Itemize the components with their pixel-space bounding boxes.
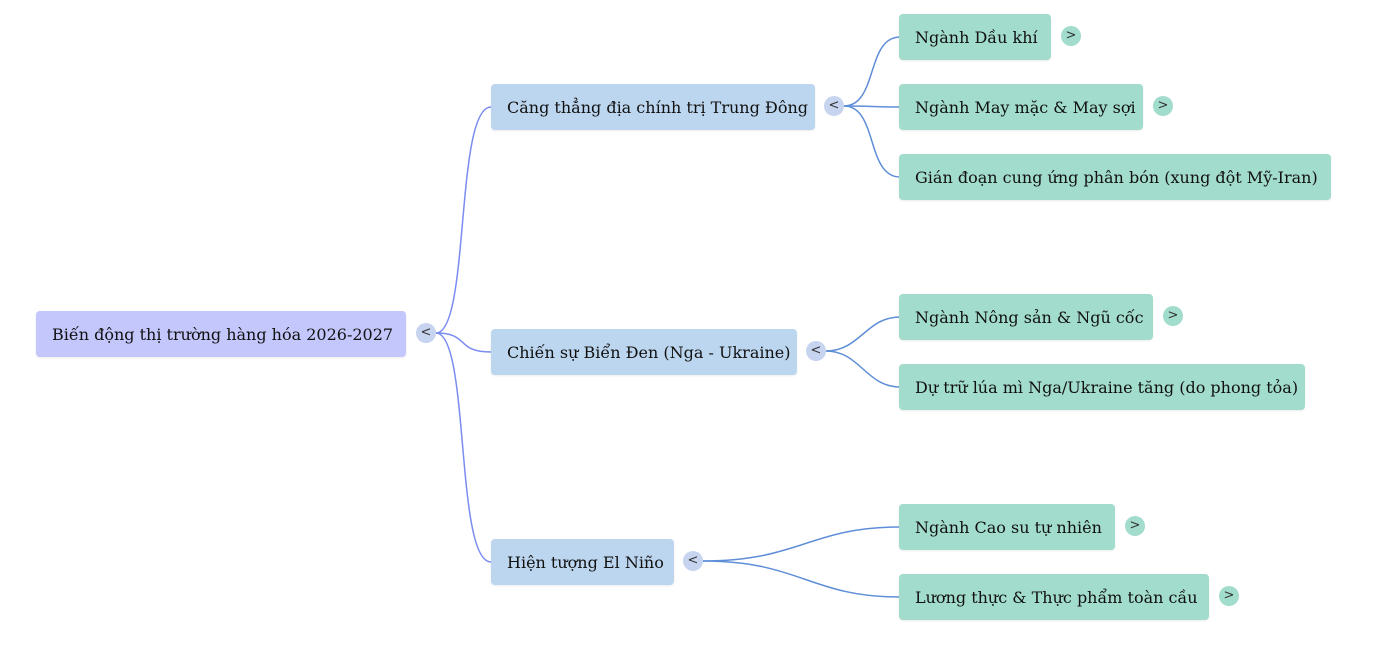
branch-el-nino-collapse-toggle[interactable]: <: [683, 551, 703, 571]
link-branch-3-leaf-1: [702, 526, 901, 562]
leaf-node-label: Ngành May mặc & May sợi: [915, 97, 1136, 117]
link-branch-3-leaf-2: [702, 560, 901, 598]
leaf-rubber-expand-toggle[interactable]: >: [1125, 516, 1145, 536]
branch-middle-east-collapse-toggle[interactable]: <: [824, 96, 844, 116]
root-collapse-toggle[interactable]: <: [416, 323, 436, 343]
leaf-food-expand-toggle[interactable]: >: [1219, 586, 1239, 606]
leaf-node-label: Dự trữ lúa mì Nga/Ukraine tăng (do phong…: [915, 377, 1299, 397]
branch-node-label: Căng thẳng địa chính trị Trung Đông: [507, 97, 809, 117]
branch-node-black-sea[interactable]: Chiến sự Biển Đen (Nga - Ukraine): [491, 329, 797, 375]
leaf-textile-expand-toggle[interactable]: >: [1153, 96, 1173, 116]
leaf-node-agriculture[interactable]: Ngành Nông sản & Ngũ cốc: [899, 294, 1153, 340]
leaf-node-label: Lương thực & Thực phẩm toàn cầu: [915, 587, 1198, 607]
branch-node-label: Hiện tượng El Niño: [507, 552, 664, 572]
leaf-node-wheat-reserves[interactable]: Dự trữ lúa mì Nga/Ukraine tăng (do phong…: [899, 364, 1305, 410]
branch-node-middle-east[interactable]: Căng thẳng địa chính trị Trung Đông: [491, 84, 815, 130]
link-root-branch-3: [435, 332, 492, 563]
leaf-node-food[interactable]: Lương thực & Thực phẩm toàn cầu: [899, 574, 1209, 620]
leaf-node-oil-gas[interactable]: Ngành Dầu khí: [899, 14, 1051, 60]
leaf-agriculture-expand-toggle[interactable]: >: [1163, 306, 1183, 326]
link-root-branch-2: [435, 332, 492, 353]
leaf-node-textile[interactable]: Ngành May mặc & May sợi: [899, 84, 1143, 130]
root-node[interactable]: Biến động thị trường hàng hóa 2026-2027: [36, 311, 406, 357]
leaf-node-rubber[interactable]: Ngành Cao su tự nhiên: [899, 504, 1115, 550]
link-branch-2-leaf-1: [825, 316, 901, 352]
link-root-branch-1: [435, 106, 492, 334]
link-branch-1-leaf-1: [843, 36, 901, 107]
link-branch-1-leaf-3: [843, 105, 901, 178]
leaf-node-label: Gián đoạn cung ứng phân bón (xung đột Mỹ…: [915, 167, 1318, 187]
branch-node-el-nino[interactable]: Hiện tượng El Niño: [491, 539, 674, 585]
leaf-node-fertilizer[interactable]: Gián đoạn cung ứng phân bón (xung đột Mỹ…: [899, 154, 1331, 200]
link-branch-2-leaf-2: [825, 350, 901, 388]
leaf-node-label: Ngành Dầu khí: [915, 27, 1038, 47]
branch-node-label: Chiến sự Biển Đen (Nga - Ukraine): [507, 342, 791, 362]
root-node-label: Biến động thị trường hàng hóa 2026-2027: [52, 324, 394, 344]
leaf-node-label: Ngành Cao su tự nhiên: [915, 517, 1102, 537]
branch-black-sea-collapse-toggle[interactable]: <: [806, 341, 826, 361]
link-branch-1-leaf-2: [843, 105, 901, 108]
leaf-node-label: Ngành Nông sản & Ngũ cốc: [915, 307, 1144, 327]
leaf-oil-gas-expand-toggle[interactable]: >: [1061, 26, 1081, 46]
